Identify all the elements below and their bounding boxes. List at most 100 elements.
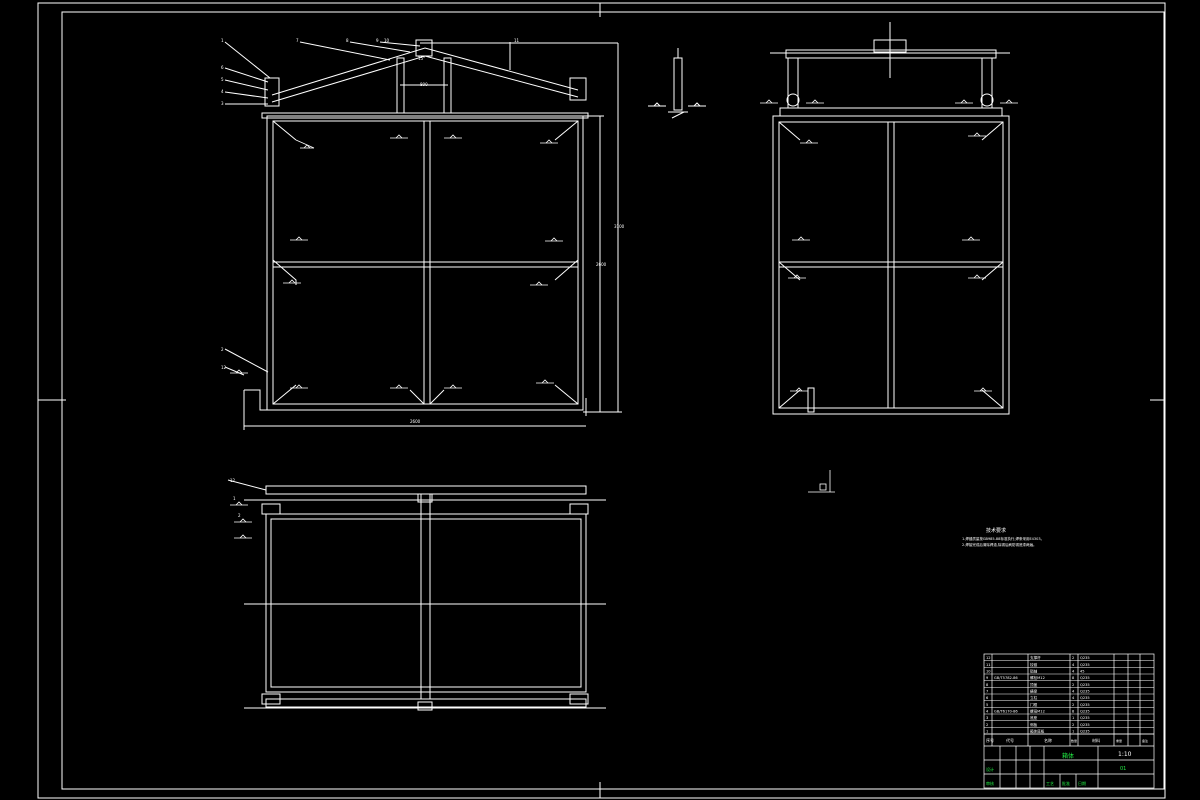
parts-cell-qty: 2 <box>1072 703 1074 707</box>
plan-callout: 1 <box>233 496 236 501</box>
parts-cell-name: 支撑杆 <box>1030 655 1041 660</box>
footer-label: 工艺 <box>1046 781 1054 786</box>
parts-cell-name: 横梁 <box>1030 689 1038 694</box>
notes-line: 1.焊缝质量按GB985-88标准执行,焊条采用E4303。 <box>962 536 1044 541</box>
notes-line: 2.焊接完成后清除焊渣,除锈后刷防锈底漆两遍。 <box>962 542 1036 547</box>
plan-view <box>227 479 606 711</box>
parts-cell-code: GB/T6170-86 <box>994 710 1018 714</box>
parts-cell-name: 螺母M12 <box>1030 709 1045 714</box>
parts-cell-no: 7 <box>986 690 988 694</box>
parts-cell-name: 铰链 <box>1030 662 1038 667</box>
title-block-text: 序号 代号 名称 数量 材料 重量 备注 箱体 1:10 01 设计 审核 工艺… <box>986 737 1148 786</box>
parts-cell-qty: 2 <box>1072 656 1074 660</box>
parts-cell-mat: Q235 <box>1080 690 1090 694</box>
header-no: 序号 <box>986 737 994 743</box>
dim-roof-center: 800 <box>420 82 428 87</box>
front-view-labels: 1 2 3 4 5 6 7 8 9 10 11 12 2600 3100 260… <box>221 38 625 424</box>
front-callout: 1 <box>221 38 224 43</box>
header-qty: 数量 <box>1071 738 1077 743</box>
header-mat: 材料 <box>1092 737 1100 743</box>
parts-cell-no: 11 <box>986 663 991 667</box>
plan-callout: 2 <box>238 513 241 518</box>
parts-cell-no: 4 <box>986 710 989 714</box>
front-callout: 7 <box>296 38 299 43</box>
parts-cell-no: 2 <box>986 723 988 727</box>
plan-weld-symbols <box>230 501 252 539</box>
front-callout: 12 <box>221 365 227 370</box>
parts-cell-mat: Q235 <box>1080 683 1090 687</box>
parts-cell-mat: 45 <box>1080 670 1085 674</box>
front-callout: 3 <box>221 101 224 106</box>
header-note: 备注 <box>1142 738 1148 743</box>
weld-symbol-legend <box>808 470 835 493</box>
dim-roof-pitch: 15° <box>418 56 425 61</box>
parts-cell-qty: 8 <box>1072 710 1075 714</box>
parts-cell-mat: Q235 <box>1080 676 1090 680</box>
parts-cell-no: 3 <box>986 716 988 720</box>
parts-cell-name: 螺栓M12 <box>1030 675 1045 680</box>
parts-cell-qty: 4 <box>1072 696 1075 700</box>
parts-cell-qty: 4 <box>1072 670 1075 674</box>
front-callout: 10 <box>384 38 390 43</box>
plan-callout: 12 <box>230 478 236 483</box>
footer-label: 日期 <box>1078 780 1086 786</box>
parts-cell-no: 6 <box>986 696 989 700</box>
notes-title: 技术要求 <box>986 527 1006 534</box>
dim-height-total: 3100 <box>614 224 625 229</box>
footer-label: 审核 <box>986 780 994 786</box>
front-callout: 4 <box>221 89 224 94</box>
front-callout: 9 <box>376 38 379 43</box>
parts-cell-name: 侧板 <box>1030 722 1038 727</box>
parts-cell-mat: Q235 <box>1080 723 1090 727</box>
front-callout: 2 <box>221 347 224 352</box>
drawing-name: 箱体 <box>1062 752 1074 760</box>
front-callout: 6 <box>221 65 224 70</box>
parts-cell-no: 1 <box>986 730 988 734</box>
parts-cell-qty: 4 <box>1072 690 1075 694</box>
parts-cell-qty: 2 <box>1072 683 1074 687</box>
side-weld-symbols <box>760 99 1018 392</box>
parts-cell-name: 销轴 <box>1030 669 1038 674</box>
parts-cell-no: 12 <box>986 656 991 660</box>
sheet-border <box>37 2 1166 799</box>
parts-cell-name: 顶盖 <box>1030 682 1038 687</box>
parts-cell-name: 箱体底板 <box>1030 729 1045 734</box>
parts-cell-mat: Q235 <box>1080 703 1090 707</box>
header-name: 名称 <box>1044 737 1052 743</box>
dim-height-frame: 2600 <box>596 262 607 267</box>
parts-cell-name: 立柱 <box>1030 695 1038 700</box>
parts-cell-mat: Q235 <box>1080 656 1090 660</box>
front-view <box>224 39 622 430</box>
technical-notes: 技术要求 1.焊缝质量按GB985-88标准执行,焊条采用E4303。 2.焊接… <box>962 527 1044 547</box>
parts-cell-qty: 2 <box>1072 723 1074 727</box>
front-weld-symbols <box>230 134 563 389</box>
parts-cell-no: 5 <box>986 703 988 707</box>
header-weight: 重量 <box>1116 738 1122 743</box>
front-callout: 8 <box>346 38 349 43</box>
parts-cell-no: 8 <box>986 683 989 687</box>
parts-cell-qty: 4 <box>1072 663 1075 667</box>
front-callout: 5 <box>221 77 224 82</box>
parts-cell-mat: Q235 <box>1080 710 1090 714</box>
side-view <box>770 22 1010 415</box>
footer-label: 设计 <box>986 766 994 772</box>
plan-view-labels: 12 1 2 <box>230 478 241 518</box>
parts-cell-code: GB/T5782-86 <box>994 676 1018 680</box>
parts-cell-mat: Q235 <box>1080 696 1090 700</box>
parts-cell-qty: 1 <box>1072 716 1074 720</box>
parts-cell-mat: Q235 <box>1080 730 1090 734</box>
parts-cell-qty: 1 <box>1072 730 1074 734</box>
drawing-scale: 1:10 <box>1118 751 1132 758</box>
parts-cell-no: 9 <box>986 676 989 680</box>
parts-cell-no: 10 <box>986 670 991 674</box>
parts-cell-mat: Q235 <box>1080 663 1090 667</box>
footer-label: 批准 <box>1062 780 1070 786</box>
dim-width: 2600 <box>410 419 421 424</box>
parts-cell-name: 门框 <box>1030 702 1038 707</box>
parts-cell-mat: Q235 <box>1080 716 1090 720</box>
detail-view-prop <box>648 48 706 119</box>
header-code: 代号 <box>1006 737 1014 743</box>
drawing-number: 01 <box>1120 766 1126 772</box>
